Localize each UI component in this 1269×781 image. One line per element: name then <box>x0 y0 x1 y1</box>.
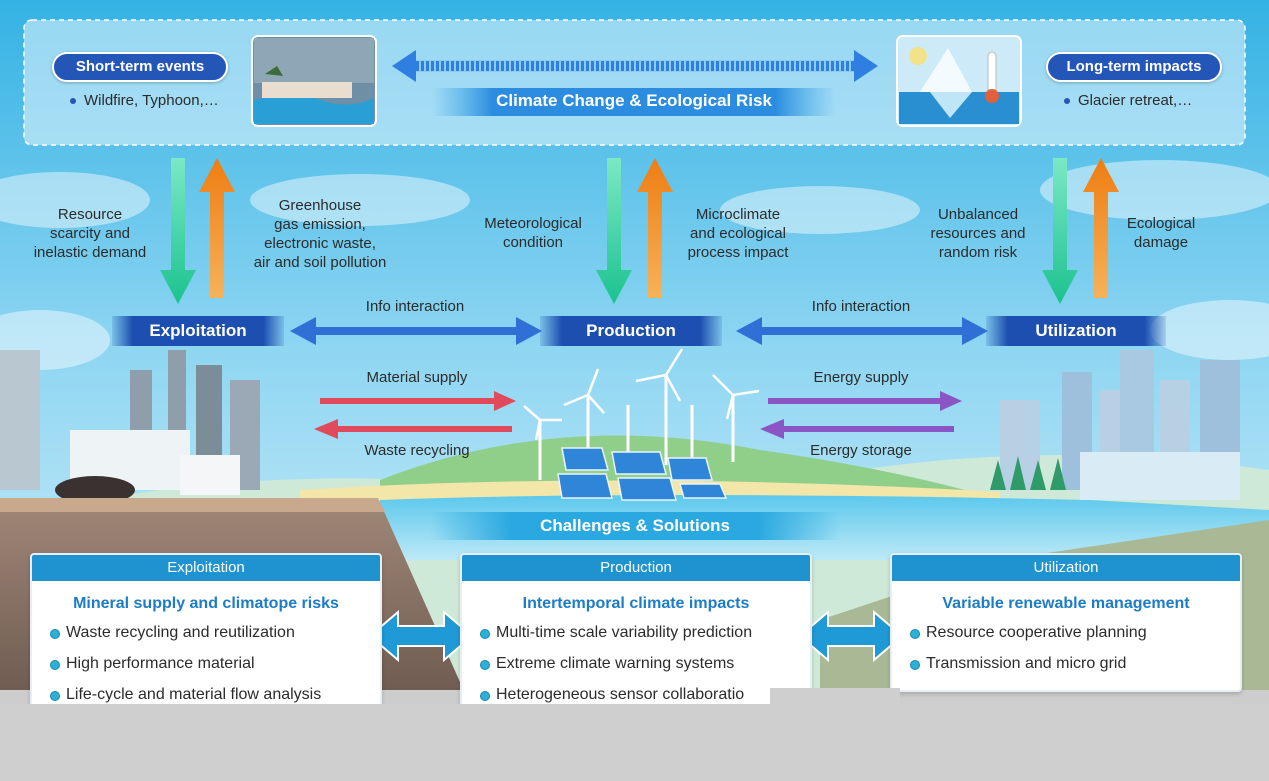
stage-utilization: Utilization <box>1035 321 1117 340</box>
energy-storage-label: Energy storage <box>810 442 912 459</box>
card-item-list: Waste recycling and reutilization High p… <box>32 623 380 706</box>
label-resource-scarcity: Resource scarcity and inelastic demand <box>33 206 147 261</box>
long-term-examples-text: Glacier retreat,… <box>1078 92 1193 109</box>
label-microclimate: Microclimate and ecological process impa… <box>687 206 789 261</box>
energy-supply-label: Energy supply <box>813 369 909 386</box>
glacier-illustration <box>896 35 1022 127</box>
waste-recycling-label: Waste recycling <box>364 442 470 459</box>
card-header: Production <box>462 555 810 581</box>
typhoon-illustration <box>251 35 377 127</box>
list-item: Extreme climate warning systems <box>480 654 810 685</box>
climate-dotted-arrow <box>392 50 878 82</box>
list-item: Waste recycling and reutilization <box>50 623 380 654</box>
card-header: Exploitation <box>32 555 380 581</box>
bullet-dot-icon <box>70 98 76 105</box>
label-ecological-damage: Ecological damage <box>1126 215 1196 251</box>
list-item: High performance material <box>50 654 380 685</box>
cropped-overlay <box>0 704 1269 781</box>
long-term-impacts-pill: Long-term impacts <box>1046 52 1222 82</box>
list-item: Resource cooperative planning <box>910 623 1240 654</box>
info-interaction-right: Info interaction <box>811 298 911 315</box>
info-interaction-left: Info interaction <box>365 298 465 315</box>
label-meteorological: Meteorological condition <box>484 215 582 251</box>
label-greenhouse-gas: Greenhouse gas emission, electronic wast… <box>253 197 387 271</box>
climate-risk-title: Climate Change & Ecological Risk <box>496 91 772 110</box>
cropped-overlay-notch <box>770 688 900 704</box>
card-subtitle: Intertemporal climate impacts <box>522 595 750 612</box>
card-header: Utilization <box>892 555 1240 581</box>
material-supply-label: Material supply <box>366 369 468 386</box>
card-production: Production Intertemporal climate impacts… <box>460 553 812 708</box>
list-item: Multi-time scale variability prediction <box>480 623 810 654</box>
card-subtitle: Mineral supply and climatope risks <box>73 595 339 612</box>
vertical-arrows <box>160 158 1119 304</box>
label-unbalanced-resources: Unbalanced resources and random risk <box>930 206 1026 261</box>
card-subtitle: Variable renewable management <box>942 595 1190 612</box>
challenges-solutions-title: Challenges & Solutions <box>540 516 730 535</box>
wind-turbines <box>523 348 760 480</box>
stage-production: Production <box>586 321 676 340</box>
short-term-events-pill: Short-term events <box>52 52 228 82</box>
card-exploitation: Exploitation Mineral supply and climatop… <box>30 553 382 708</box>
city-illustration <box>990 350 1240 500</box>
short-term-examples-text: Wildfire, Typhoon,… <box>84 92 219 109</box>
info-arrows <box>290 317 988 345</box>
stage-exploitation: Exploitation <box>149 321 247 340</box>
material-energy-arrows <box>314 391 962 439</box>
card-item-list: Resource cooperative planning Transmissi… <box>892 623 1240 685</box>
list-item: Life-cycle and material flow analysis <box>50 685 380 706</box>
factory-illustration <box>0 350 260 504</box>
solar-panels <box>557 447 728 501</box>
card-utilization: Utilization Variable renewable managemen… <box>890 553 1242 692</box>
bullet-dot-icon <box>1064 98 1070 105</box>
list-item: Transmission and micro grid <box>910 654 1240 685</box>
card-item-list: Multi-time scale variability prediction … <box>462 623 810 706</box>
list-item: Heterogeneous sensor collaboratio <box>480 685 810 706</box>
short-term-examples: Wildfire, Typhoon,… <box>70 92 219 109</box>
long-term-examples: Glacier retreat,… <box>1064 92 1192 109</box>
